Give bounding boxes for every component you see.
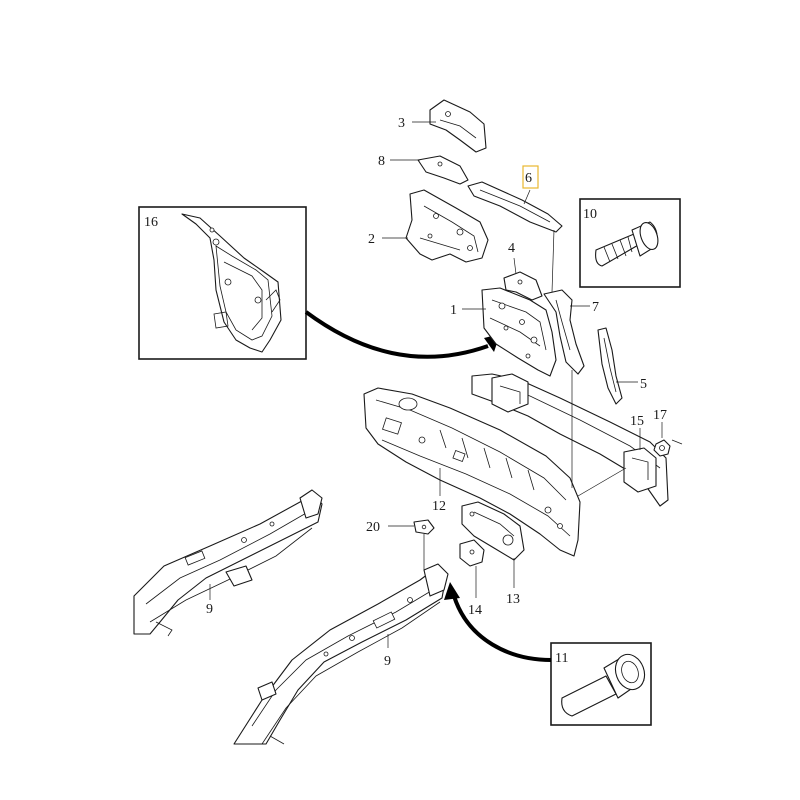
callout-14: 14 bbox=[468, 603, 482, 618]
part-14[interactable]: 14 bbox=[459, 539, 485, 618]
part-15[interactable]: 15 bbox=[471, 373, 669, 507]
callout-10: 10 bbox=[583, 207, 597, 222]
callout-12: 12 bbox=[432, 499, 446, 514]
inset-10[interactable]: 10 bbox=[579, 198, 681, 288]
inset-11[interactable]: 11 bbox=[550, 642, 652, 726]
callout-9a: 9 bbox=[206, 602, 213, 617]
part-2[interactable]: 2 bbox=[368, 189, 489, 263]
bolt-11-icon bbox=[561, 653, 646, 717]
callout-6-highlight bbox=[522, 165, 539, 189]
part-9-left[interactable]: 9 bbox=[133, 489, 323, 637]
part-8[interactable]: 8 bbox=[378, 154, 469, 185]
part-6[interactable]: 6 bbox=[467, 165, 563, 293]
callout-8: 8 bbox=[378, 154, 385, 169]
inset-16[interactable]: 16 bbox=[138, 206, 307, 360]
part-3[interactable]: 3 bbox=[398, 99, 487, 153]
callout-9b: 9 bbox=[384, 654, 391, 669]
part-17[interactable]: 17 bbox=[653, 408, 683, 457]
callout-5: 5 bbox=[640, 377, 647, 392]
callout-17: 17 bbox=[653, 408, 667, 423]
callout-3: 3 bbox=[398, 116, 405, 131]
part-12[interactable]: 12 bbox=[363, 387, 627, 557]
arrow-11-to-9 bbox=[444, 582, 552, 662]
part-20[interactable]: 20 bbox=[366, 519, 435, 570]
callout-6: 6 bbox=[525, 171, 532, 186]
callout-20: 20 bbox=[366, 520, 380, 535]
part-1[interactable]: 1 bbox=[450, 287, 557, 377]
inset-16-bracket bbox=[181, 213, 282, 353]
callout-4: 4 bbox=[508, 241, 515, 256]
arrow-16-to-1 bbox=[304, 310, 500, 359]
part-7[interactable]: 7 bbox=[543, 289, 599, 375]
callout-7: 7 bbox=[592, 300, 599, 315]
part-5[interactable]: 5 bbox=[597, 327, 647, 405]
callout-16: 16 bbox=[144, 215, 158, 230]
part-4[interactable]: 4 bbox=[503, 241, 543, 301]
callout-1: 1 bbox=[450, 303, 457, 318]
part-13[interactable]: 13 bbox=[461, 501, 525, 607]
bolt-10-icon bbox=[595, 221, 659, 267]
callout-15: 15 bbox=[630, 414, 644, 429]
callout-2: 2 bbox=[368, 232, 375, 247]
callout-13: 13 bbox=[506, 592, 520, 607]
callout-11: 11 bbox=[555, 651, 568, 666]
part-9-right[interactable]: 9 bbox=[233, 563, 449, 745]
